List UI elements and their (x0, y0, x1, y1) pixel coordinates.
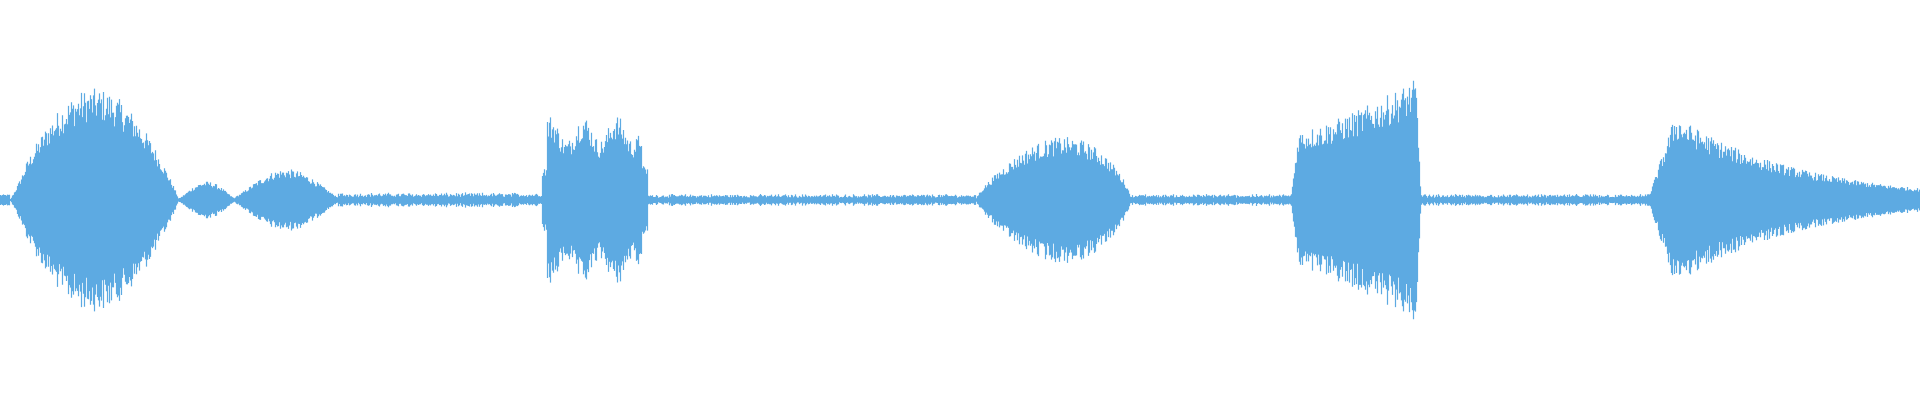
waveform-bars (0, 80, 1920, 320)
